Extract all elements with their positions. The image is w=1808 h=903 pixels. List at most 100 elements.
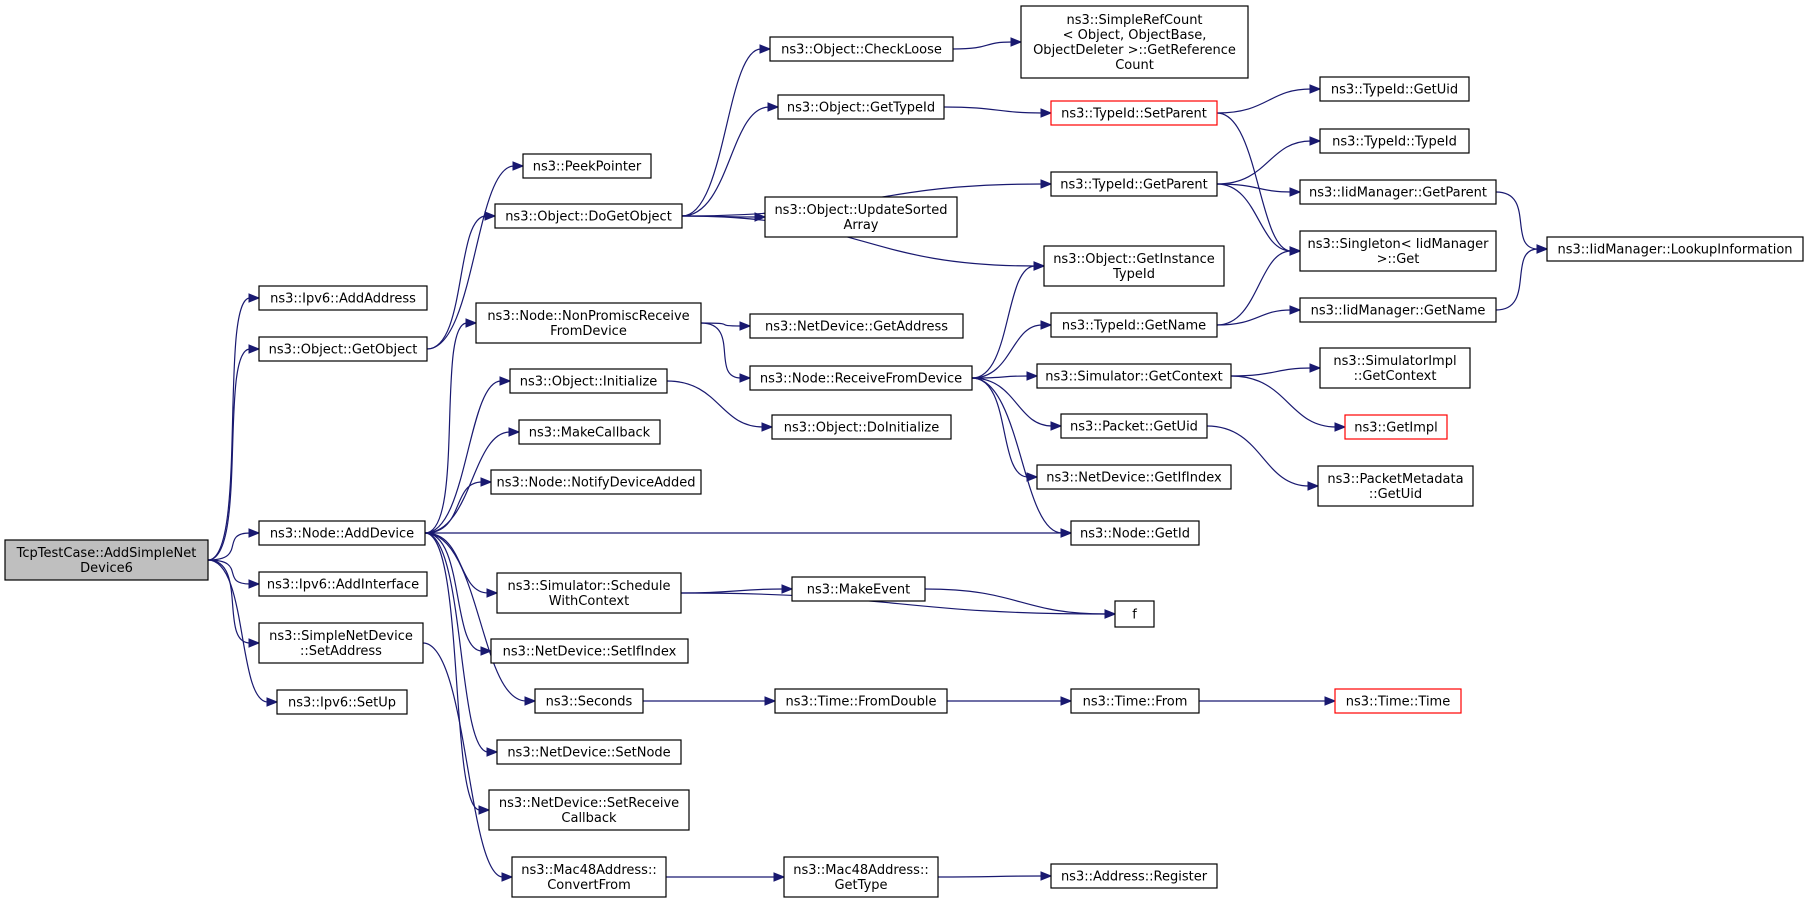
node-singleton-get[interactable]: ns3::Singleton< IidManager>::Get [1299, 230, 1497, 272]
node-label: TypeId [1112, 267, 1155, 282]
node-ipv6-setup[interactable]: ns3::Ipv6::SetUp [276, 689, 408, 715]
arrowhead-f [1104, 609, 1117, 619]
edge-node-receivefromdevice-to-netdevice-getifindex [971, 377, 1029, 478]
node-seconds[interactable]: ns3::Seconds [534, 688, 644, 714]
node-mac48-convertfrom[interactable]: ns3::Mac48Address::ConvertFrom [511, 856, 667, 898]
edge-typeid-getparent-to-iidmanager-getparent [1216, 183, 1292, 193]
node-time-from[interactable]: ns3::Time::From [1070, 688, 1200, 714]
node-label: ns3::IidManager::GetParent [1309, 186, 1487, 201]
arrowhead-object-getinstancetypeid [1033, 261, 1046, 271]
node-label: ns3::Object::UpdateSorted [774, 203, 947, 218]
arrowhead-time-fromdouble [764, 696, 777, 706]
edge-simulator-schedulewithcontext-to-f [680, 592, 1107, 615]
node-ipv6-addaddress[interactable]: ns3::Ipv6::AddAddress [258, 285, 428, 311]
node-label: ::GetUid [1369, 487, 1422, 502]
node-label: ns3::Time::Time [1346, 695, 1450, 710]
arrowhead-iidmanager-getparent [1289, 187, 1302, 197]
arrowhead-object-doinitialize [761, 422, 774, 432]
node-box [496, 572, 682, 614]
node-typeid-typeid[interactable]: ns3::TypeId::TypeId [1319, 128, 1470, 154]
node-box [1070, 688, 1200, 714]
node-makeevent[interactable]: ns3::MakeEvent [791, 576, 926, 602]
node-typeid-getparent[interactable]: ns3::TypeId::GetParent [1050, 171, 1218, 197]
node-object-getobject[interactable]: ns3::Object::GetObject [258, 336, 428, 362]
node-typeid-getuid[interactable]: ns3::TypeId::GetUid [1319, 76, 1470, 102]
node-label: >::Get [1377, 252, 1420, 267]
edge-simulator-schedulewithcontext-to-makeevent [680, 588, 784, 594]
node-label: ns3::SimpleRefCount [1066, 13, 1202, 28]
node-label: ns3::TypeId::GetUid [1331, 83, 1458, 98]
node-simulator-getcontext[interactable]: ns3::Simulator::GetContext [1036, 363, 1232, 389]
node-address-register[interactable]: ns3::Address::Register [1050, 863, 1218, 889]
node-time-time[interactable]: ns3::Time::Time [1334, 688, 1462, 714]
arrowhead-packetmetadata-getuid [1307, 481, 1320, 491]
node-peekpointer[interactable]: ns3::PeekPointer [522, 153, 652, 179]
arrowhead-netdevice-setnode [486, 747, 499, 757]
node-box [490, 638, 689, 664]
node-node-receivefromdevice[interactable]: ns3::Node::ReceiveFromDevice [749, 365, 973, 391]
node-object-initialize[interactable]: ns3::Object::Initialize [509, 368, 668, 394]
node-netdevice-getaddress[interactable]: ns3::NetDevice::GetAddress [749, 313, 964, 339]
node-netdevice-setnode[interactable]: ns3::NetDevice::SetNode [496, 739, 682, 765]
node-label: ns3::Node::NonPromiscReceive [487, 309, 689, 324]
node-netdevice-setifindex[interactable]: ns3::NetDevice::SetIfIndex [490, 638, 689, 664]
edge-root-to-ipv6-addinterface [207, 559, 251, 585]
node-typeid-getname[interactable]: ns3::TypeId::GetName [1050, 312, 1218, 338]
node-packetmetadata-getuid[interactable]: ns3::PacketMetadata::GetUid [1317, 465, 1474, 507]
node-label: ns3::PacketMetadata [1327, 472, 1463, 487]
node-getimpl[interactable]: ns3::GetImpl [1344, 414, 1448, 440]
node-box [276, 689, 408, 715]
node-iidmanager-lookupinformation[interactable]: ns3::IidManager::LookupInformation [1546, 236, 1804, 262]
node-node-adddevice[interactable]: ns3::Node::AddDevice [258, 520, 426, 546]
node-label: ns3::Node::NotifyDeviceAdded [496, 476, 695, 491]
node-mac48-gettype[interactable]: ns3::Mac48Address::GetType [783, 856, 939, 898]
node-object-checkloose[interactable]: ns3::Object::CheckLoose [769, 36, 954, 62]
node-box [1319, 128, 1470, 154]
node-label: ns3::TypeId::SetParent [1061, 107, 1207, 122]
node-label: ns3::Object::CheckLoose [781, 43, 942, 58]
edge-object-getobject-to-peekpointer [426, 165, 515, 350]
node-simulatorimpl-getcontext[interactable]: ns3::SimulatorImpl::GetContext [1319, 347, 1471, 389]
edge-iidmanager-getparent-to-iidmanager-lookupinformation [1495, 191, 1539, 250]
edge-node-adddevice-to-netdevice-setreceivecallback [424, 532, 481, 811]
node-box [1036, 363, 1232, 389]
node-netdevice-getifindex[interactable]: ns3::NetDevice::GetIfIndex [1036, 464, 1232, 490]
node-packet-getuid[interactable]: ns3::Packet::GetUid [1060, 413, 1208, 439]
node-label: ns3::MakeCallback [529, 426, 651, 441]
node-label: ns3::TypeId::GetName [1062, 319, 1206, 334]
node-time-fromdouble[interactable]: ns3::Time::FromDouble [774, 688, 948, 714]
node-box [1299, 179, 1497, 205]
node-label: ns3::Node::GetId [1080, 527, 1190, 542]
node-label: FromDevice [550, 324, 627, 339]
node-box [518, 419, 661, 445]
node-label: ns3::Object::GetTypeId [787, 101, 935, 116]
edge-root-to-object-getobject [207, 348, 251, 561]
node-makecallback[interactable]: ns3::MakeCallback [518, 419, 661, 445]
node-label: ns3::NetDevice::SetIfIndex [503, 645, 677, 660]
node-node-getid[interactable]: ns3::Node::GetId [1070, 520, 1200, 546]
edge-simulator-getcontext-to-simulatorimpl-getcontext [1230, 367, 1312, 377]
node-iidmanager-getparent[interactable]: ns3::IidManager::GetParent [1299, 179, 1497, 205]
node-simplerefcount[interactable]: ns3::SimpleRefCount< Object, ObjectBase,… [1020, 5, 1249, 79]
node-ipv6-addinterface[interactable]: ns3::Ipv6::AddInterface [258, 571, 428, 597]
node-box [494, 203, 683, 229]
node-f[interactable]: f [1114, 600, 1155, 628]
arrowhead-typeid-getuid [1309, 84, 1322, 94]
node-simplenetdevice-setaddress[interactable]: ns3::SimpleNetDevice::SetAddress [258, 622, 424, 664]
arrowhead-iidmanager-lookupinformation [1536, 244, 1549, 254]
arrowhead-makeevent [781, 584, 794, 594]
node-typeid-setparent[interactable]: ns3::TypeId::SetParent [1050, 100, 1218, 126]
node-object-doinitialize[interactable]: ns3::Object::DoInitialize [771, 414, 952, 440]
node-node-notifydeviceadded[interactable]: ns3::Node::NotifyDeviceAdded [490, 469, 702, 495]
node-label: ConvertFrom [547, 878, 631, 893]
node-label: f [1132, 608, 1137, 623]
node-object-gettypeid[interactable]: ns3::Object::GetTypeId [777, 94, 945, 120]
node-object-dogetobject[interactable]: ns3::Object::DoGetObject [494, 203, 683, 229]
node-label: ns3::Object::DoGetObject [505, 210, 672, 225]
node-iidmanager-getname[interactable]: ns3::IidManager::GetName [1299, 297, 1497, 323]
